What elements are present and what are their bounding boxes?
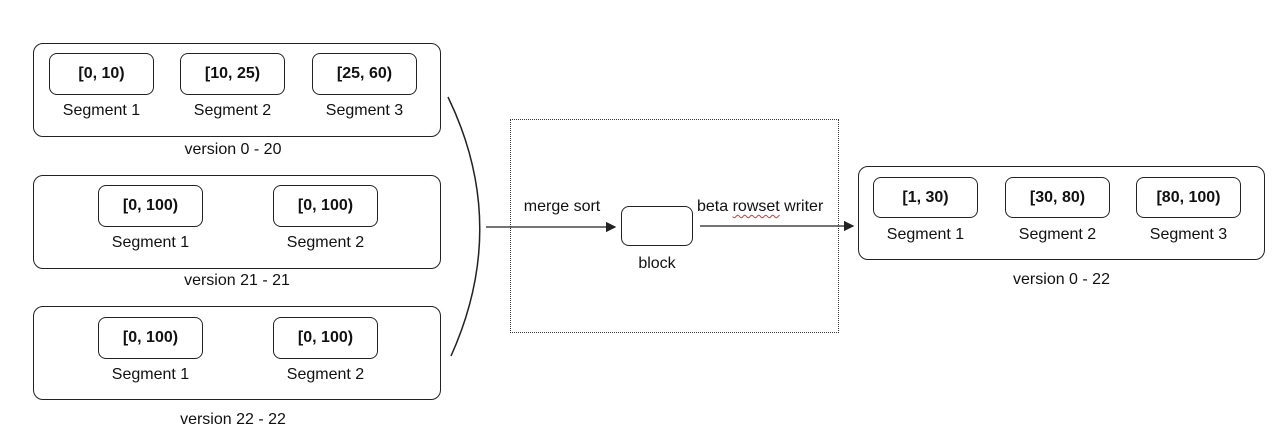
result-group-v0-22 <box>858 166 1265 260</box>
writer-label-prefix: beta <box>697 198 733 215</box>
segment-range-box: [0, 100) <box>98 317 203 359</box>
segment-name: Segment 3 <box>325 102 404 119</box>
source-group-v0-20 <box>33 43 441 137</box>
segment-range-box: [80, 100) <box>1136 177 1241 218</box>
segment-range-box: [30, 80) <box>1005 177 1110 218</box>
segment-range-box: [0, 100) <box>273 317 378 359</box>
segment-range-box: [0, 100) <box>273 185 378 227</box>
segment-name: Segment 1 <box>886 226 965 243</box>
segment-range-box: [0, 10) <box>49 53 154 95</box>
segment-name: Segment 2 <box>286 366 365 383</box>
block-box <box>621 206 693 246</box>
merge-sort-label: merge sort <box>523 198 601 215</box>
writer-label: beta rowset writer <box>697 198 837 216</box>
version-caption: version 22 - 22 <box>180 411 286 428</box>
segment-name: Segment 1 <box>111 234 190 251</box>
source-group-v21-21 <box>33 175 441 269</box>
version-caption: version 0 - 22 <box>1013 271 1110 288</box>
segment-name: Segment 2 <box>193 102 272 119</box>
segment-name: Segment 1 <box>62 102 141 119</box>
segment-name: Segment 2 <box>1018 226 1097 243</box>
writer-label-suffix: writer <box>779 198 824 215</box>
merge-bracket <box>447 96 481 357</box>
segment-name: Segment 3 <box>1149 226 1228 243</box>
segment-range-box: [0, 100) <box>98 185 203 227</box>
segment-range-box: [10, 25) <box>180 53 285 95</box>
source-group-v22-22 <box>33 306 441 400</box>
segment-range-box: [25, 60) <box>312 53 417 95</box>
version-caption: version 21 - 21 <box>184 272 290 289</box>
merge-region <box>510 119 839 333</box>
segment-range-box: [1, 30) <box>873 177 978 218</box>
segment-name: Segment 2 <box>286 234 365 251</box>
version-caption: version 0 - 20 <box>184 141 282 158</box>
segment-name: Segment 1 <box>111 366 190 383</box>
block-label: block <box>638 255 676 272</box>
writer-label-flagged-word: rowset <box>732 198 780 215</box>
